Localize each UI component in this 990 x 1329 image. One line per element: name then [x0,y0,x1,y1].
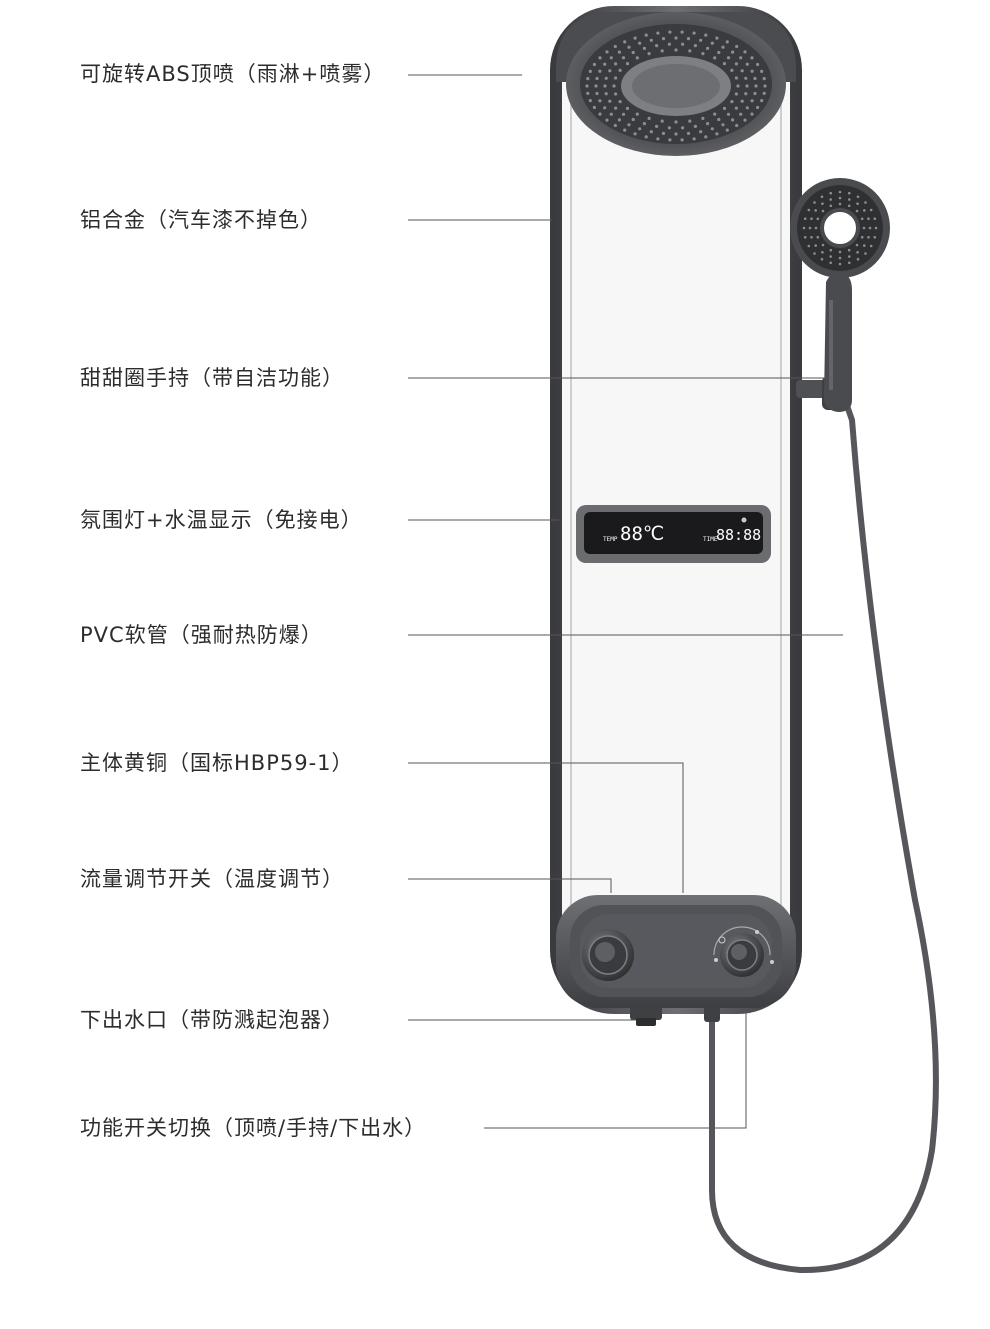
label-frame: 铝合金（汽车漆不掉色） [80,208,322,232]
mode-icon-4 [770,960,774,964]
handheld-handle [824,271,852,412]
handheld-bracket [796,380,830,398]
time-value: 88:88 [716,526,761,544]
leader-lines [408,74,843,1129]
label-top-spray: 可旋转ABS顶喷（雨淋+喷雾） [80,62,386,86]
label-body: 主体黄铜（国标HBP59-1） [80,751,354,775]
label-function-switch: 功能开关切换（顶喷/手持/下出水） [80,1116,427,1140]
label-hose: PVC软管（强耐热防爆） [80,623,323,647]
label-outlet: 下出水口（带防溅起泡器） [80,1008,344,1032]
display-indicator-icon [741,517,747,523]
label-display: 氛围灯+水温显示（免接电） [80,508,363,532]
label-flow-switch: 流量调节开关（温度调节） [80,867,344,891]
temp-caption: TEMP [603,536,618,543]
pvc-hose [709,397,939,1274]
mode-icon-3 [714,958,718,962]
hose-connector [704,1006,720,1022]
label-handheld: 甜甜圈手持（带自洁功能） [80,366,344,390]
mode-icon-2 [755,930,759,934]
time-caption: TIME [703,536,718,543]
mode-icon-1 [718,936,726,944]
temp-value: 88℃ [620,523,664,545]
bottom-outlet [630,1006,662,1020]
overhead-nozzles [585,30,767,142]
